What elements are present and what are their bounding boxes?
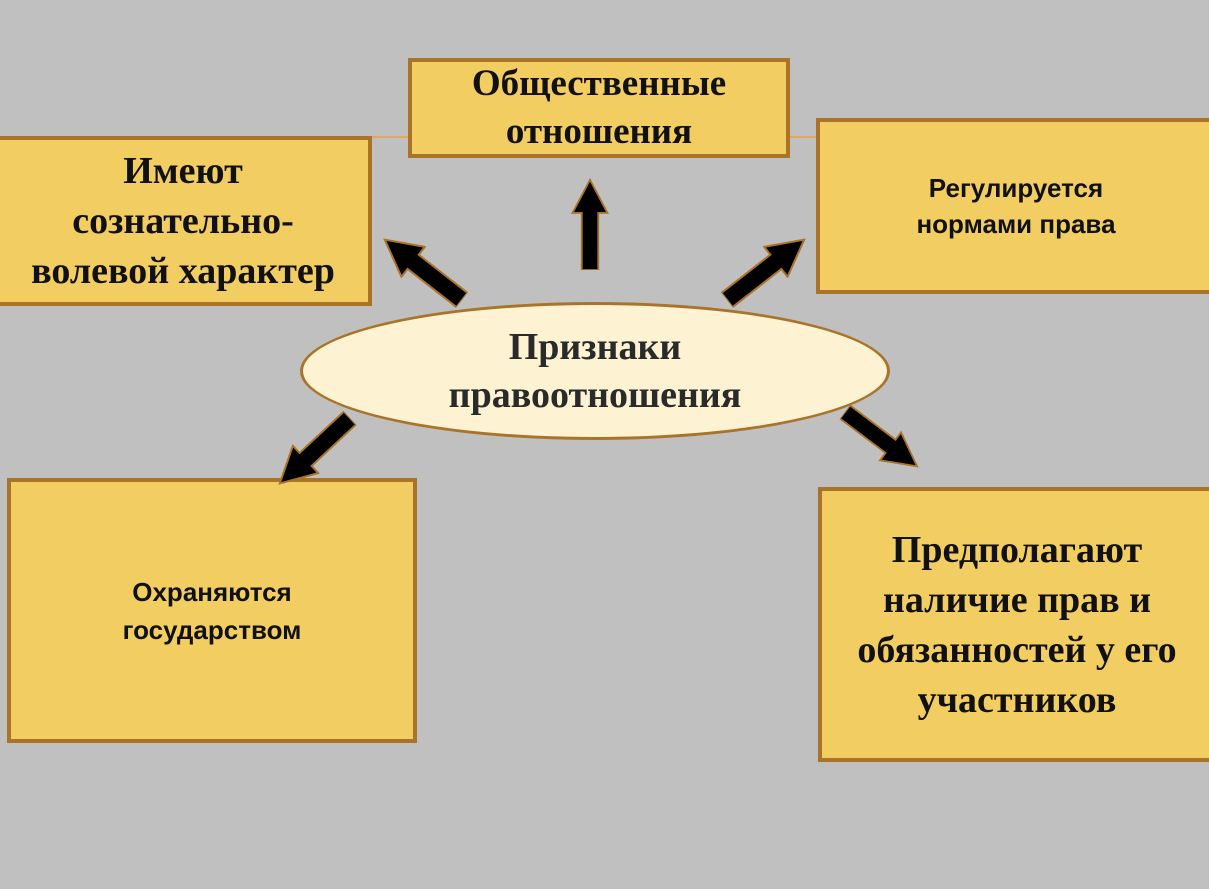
center-ellipse: Признаки правоотношения: [300, 302, 890, 440]
arrow-up-left-icon: [383, 238, 469, 309]
arrow-down-right-icon: [838, 404, 919, 468]
box-protected-by-state-label: Охраняются государством: [122, 576, 302, 645]
box-volitional-character: Имеют сознательно- волевой характер: [0, 136, 372, 306]
box-regulated-by-law: Регулируется нормами права: [816, 118, 1209, 294]
box-regulated-by-law-label: Регулируется нормами права: [916, 173, 1116, 239]
box-rights-and-duties: Предполагают наличие прав и обязанностей…: [818, 487, 1209, 762]
box-social-relations-label: Общественные отношения: [471, 63, 727, 152]
box-social-relations: Общественные отношения: [408, 58, 790, 158]
arrow-up-right-icon: [720, 238, 806, 309]
box-volitional-character-label: Имеют сознательно- волевой характер: [31, 150, 335, 292]
arrow-up-icon: [570, 178, 610, 270]
box-protected-by-state: Охраняются государством: [7, 478, 417, 743]
box-rights-and-duties-label: Предполагают наличие прав и обязанностей…: [857, 528, 1177, 721]
arrow-down-left-icon: [278, 410, 358, 485]
center-ellipse-label: Признаки правоотношения: [448, 326, 742, 416]
